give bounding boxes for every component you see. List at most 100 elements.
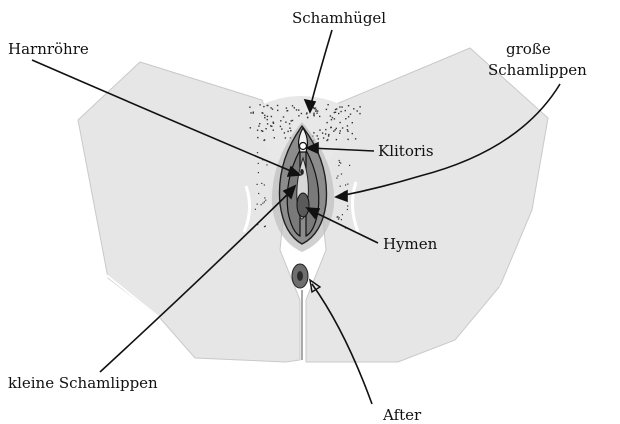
hair-dot: [338, 113, 339, 114]
hair-dot: [342, 127, 343, 128]
hair-dot: [347, 205, 348, 206]
hair-dot: [257, 184, 258, 185]
hair-dot: [319, 129, 320, 130]
hair-dot: [345, 184, 346, 185]
hair-dot: [255, 209, 256, 210]
hair-dot: [265, 200, 266, 201]
hair-dot: [264, 201, 265, 202]
hair-dot: [347, 184, 348, 185]
hair-dot: [257, 152, 258, 153]
hair-dot: [298, 109, 299, 110]
hair-dot: [326, 109, 327, 110]
anus-center: [297, 271, 303, 281]
hair-dot: [339, 160, 340, 161]
hair-dot: [270, 107, 271, 108]
label-urethra: Harnröhre: [8, 40, 89, 58]
hair-dot: [339, 217, 340, 218]
hair-dot: [265, 128, 266, 129]
hair-dot: [336, 128, 337, 129]
hair-dot: [261, 130, 262, 131]
hair-dot: [322, 132, 323, 133]
hair-dot: [280, 126, 281, 127]
label-anus: After: [383, 406, 421, 424]
hair-dot: [330, 127, 331, 128]
hair-dot: [352, 122, 353, 123]
hair-dot: [267, 123, 268, 124]
hair-dot: [313, 113, 314, 114]
hair-dot: [359, 106, 360, 107]
hair-dot: [315, 111, 316, 112]
hair-dot: [316, 113, 317, 114]
hair-dot: [349, 165, 350, 166]
hair-dot: [341, 219, 342, 220]
hair-dot: [347, 209, 348, 210]
hair-dot: [328, 135, 329, 136]
hair-dot: [261, 204, 262, 205]
hair-dot: [258, 163, 259, 164]
hair-dot: [348, 116, 349, 117]
hair-dot: [339, 162, 340, 163]
hair-dot: [347, 125, 348, 126]
hair-dot: [284, 132, 285, 133]
hair-dot: [292, 105, 293, 106]
urethral-opening: [300, 169, 304, 175]
hair-dot: [274, 137, 275, 138]
hair-dot: [250, 127, 251, 128]
hair-dot: [353, 108, 354, 109]
label-clitoris: Klitoris: [378, 142, 434, 160]
hair-dot: [264, 197, 265, 198]
hair-dot: [266, 164, 267, 165]
hair-dot: [336, 139, 337, 140]
hair-dot: [270, 125, 271, 126]
clitoris-glans: [300, 143, 307, 150]
hair-dot: [328, 134, 329, 135]
hair-dot: [287, 131, 288, 132]
hair-dot: [271, 116, 272, 117]
hair-dot: [326, 122, 327, 123]
hair-dot: [327, 104, 328, 105]
hair-dot: [264, 226, 265, 227]
hair-dot: [326, 140, 327, 141]
hair-dot: [317, 135, 318, 136]
hair-dot: [259, 104, 260, 105]
hair-dot: [258, 193, 259, 194]
hair-dot: [335, 112, 336, 113]
hair-dot: [319, 116, 320, 117]
hair-dot: [333, 131, 334, 132]
hair-dot: [267, 116, 268, 117]
hair-dot: [262, 203, 263, 204]
hair-dot: [259, 123, 260, 124]
label-labia-majora-line2: Schamlippen: [488, 61, 587, 79]
hair-dot: [261, 183, 262, 184]
hair-dot: [318, 138, 319, 139]
leader-mons: [310, 30, 332, 108]
hair-dot: [340, 130, 341, 131]
hair-dot: [339, 122, 340, 123]
hair-dot: [337, 175, 338, 176]
hair-dot: [298, 115, 299, 116]
hair-dot: [317, 110, 318, 111]
hair-dot: [313, 115, 314, 116]
hair-dot: [253, 112, 254, 113]
hair-dot: [264, 139, 265, 140]
hair-dot: [289, 123, 290, 124]
hair-dot: [285, 137, 286, 138]
hair-dot: [338, 219, 339, 220]
hair-dot: [307, 117, 308, 118]
hair-dot: [347, 131, 348, 132]
hair-dot: [332, 117, 333, 118]
label-labia-majora-line1: große: [506, 40, 551, 58]
hair-dot: [306, 113, 307, 114]
hair-dot: [285, 122, 286, 123]
hair-dot: [340, 111, 341, 112]
hair-dot: [335, 129, 336, 130]
hair-dot: [287, 110, 288, 111]
hair-dot: [273, 130, 274, 131]
hymen-opening: [297, 193, 309, 217]
hair-dot: [336, 108, 337, 109]
hair-dot: [258, 172, 259, 173]
hair-dot: [296, 109, 297, 110]
hair-dot: [283, 116, 284, 117]
hair-dot: [357, 110, 358, 111]
